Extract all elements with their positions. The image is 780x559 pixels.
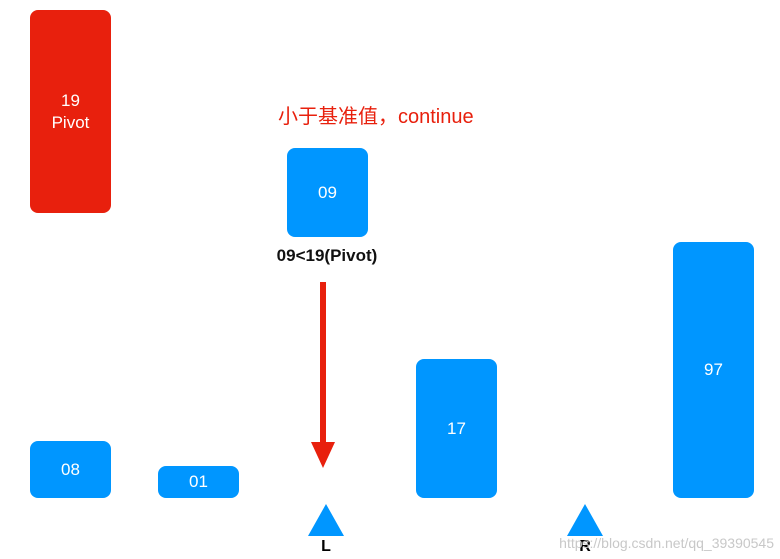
bar-01-value: 01 <box>189 472 208 491</box>
left-pointer-icon <box>308 504 344 536</box>
down-arrow-icon <box>311 282 335 468</box>
right-pointer-icon <box>567 504 603 536</box>
bar-08-value: 08 <box>61 459 80 479</box>
comparison-caption: 09<19(Pivot) <box>276 246 378 265</box>
left-pointer-label: L <box>321 538 331 555</box>
bar-97: 97 <box>673 242 754 498</box>
annotation-text: 小于基准值，continue <box>278 106 474 128</box>
bar-09-value: 09 <box>318 182 337 202</box>
watermark: https://blog.csdn.net/qq_39390545 <box>559 535 774 551</box>
pivot-bar-label: Pivot <box>51 112 90 132</box>
bar-08: 08 <box>30 441 111 498</box>
right-pointer-label: R <box>579 538 591 555</box>
bar-09: 09 <box>287 148 368 237</box>
bar-97-value: 97 <box>704 360 723 379</box>
bar-17: 17 <box>416 359 497 498</box>
pivot-bar: 19 Pivot <box>30 10 111 213</box>
pivot-bar-value: 19 <box>61 90 80 110</box>
bar-01: 01 <box>158 466 239 498</box>
bar-17-value: 17 <box>447 418 466 438</box>
